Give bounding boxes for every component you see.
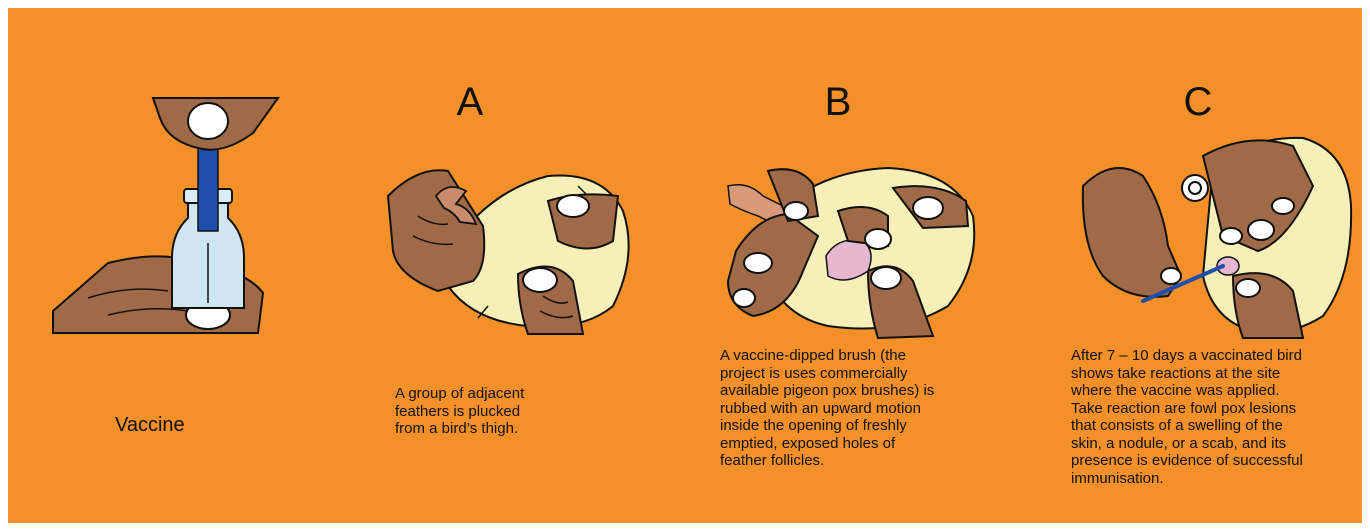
- caption-line: where the vaccine was applied.: [1071, 382, 1303, 400]
- caption-line: rubbed with an upward motion: [720, 400, 934, 418]
- vaccine-bottle-brush-icon: [48, 93, 308, 338]
- caption-line: project is uses commercially: [720, 365, 934, 383]
- take-reaction-icon: [1073, 126, 1362, 341]
- caption-line: A vaccine-dipped brush (the: [720, 347, 934, 365]
- plucking-feathers-icon: [378, 156, 653, 336]
- caption-line: from a bird’s thigh.: [395, 420, 524, 438]
- caption-line: available pigeon pox brushes) is: [720, 382, 934, 400]
- caption-line: immunisation.: [1071, 470, 1303, 488]
- caption-b: A vaccine-dipped brush (the project is u…: [720, 347, 934, 470]
- caption-line: Take reaction are fowl pox lesions: [1071, 400, 1303, 418]
- caption-line: A group of adjacent: [395, 385, 524, 403]
- caption-c: After 7 – 10 days a vaccinated bird show…: [1071, 347, 1303, 487]
- caption-line: inside the opening of freshly: [720, 417, 934, 435]
- caption-line: presence is evidence of successful: [1071, 452, 1303, 470]
- vaccination-steps-diagram: Vaccine A A group of adjacent feathers i…: [8, 8, 1362, 523]
- caption-line: emptied, exposed holes of: [720, 435, 934, 453]
- caption-line: feather follicles.: [720, 452, 934, 470]
- caption-line: shows take reactions at the site: [1071, 365, 1303, 383]
- step-letter-c: C: [1168, 82, 1228, 122]
- caption-a: A group of adjacent feathers is plucked …: [395, 385, 524, 438]
- caption-line: feathers is plucked: [395, 403, 524, 421]
- caption-line: that consists of a swelling of the: [1071, 417, 1303, 435]
- vaccine-label: Vaccine: [115, 413, 185, 437]
- step-letter-a: A: [440, 82, 500, 122]
- brushing-follicles-icon: [718, 156, 988, 341]
- step-letter-b: B: [808, 82, 868, 122]
- caption-line: skin, a nodule, or a scab, and its: [1071, 435, 1303, 453]
- caption-line: After 7 – 10 days a vaccinated bird: [1071, 347, 1303, 365]
